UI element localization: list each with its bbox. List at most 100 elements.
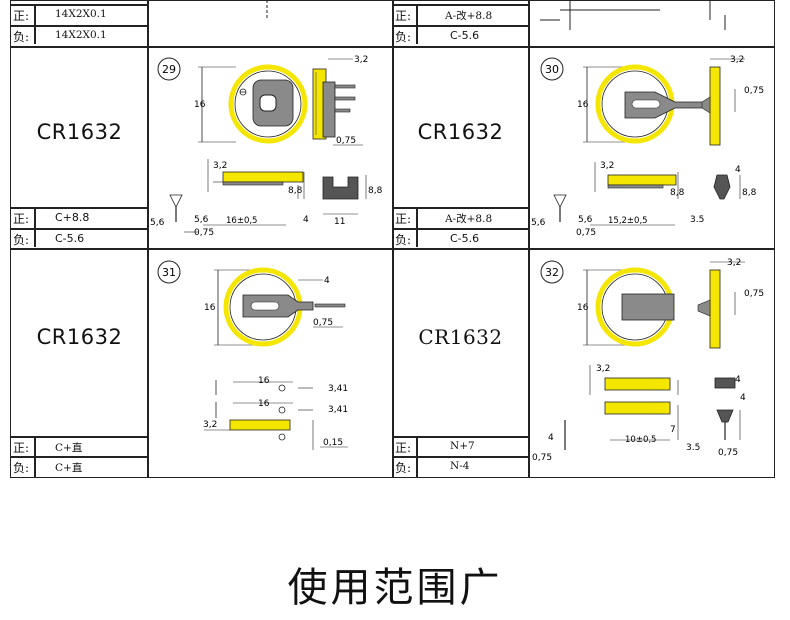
dim-label: 4 bbox=[735, 375, 741, 385]
neg-value: C+直 bbox=[55, 462, 83, 474]
divider bbox=[416, 207, 418, 247]
model-label: CR1632 bbox=[417, 120, 504, 144]
dim-label: 5,6 bbox=[150, 218, 165, 228]
neg-key: 负: bbox=[395, 30, 412, 44]
dim-label: 3.5 bbox=[690, 215, 704, 225]
pos-value: N+7 bbox=[450, 440, 475, 452]
figure-number: 29 bbox=[162, 63, 176, 76]
model-label: CR1632 bbox=[418, 325, 503, 349]
dim-label: 15,2±0,5 bbox=[608, 216, 648, 226]
dim-label: 11 bbox=[334, 217, 345, 227]
dim-label: 4 bbox=[548, 433, 554, 443]
figure-number: 31 bbox=[162, 266, 176, 279]
pos-value: A-改+8.8 bbox=[445, 213, 493, 225]
dim-label: 0,75 bbox=[336, 136, 356, 146]
dim-label: 3,2 bbox=[354, 55, 368, 65]
dim-label: 7 bbox=[670, 425, 676, 435]
dim-label: 0,75 bbox=[532, 453, 552, 463]
row-divider bbox=[392, 207, 528, 209]
dim-label: 8,8 bbox=[288, 186, 303, 196]
dim-label: 0,75 bbox=[576, 228, 596, 238]
dim-label: 0,75 bbox=[194, 228, 214, 238]
dim-label: 0,75 bbox=[744, 289, 764, 299]
dim-label: 3,2 bbox=[600, 161, 614, 171]
dim-label: 3,2 bbox=[730, 55, 744, 65]
model-label: CR1632 bbox=[36, 120, 123, 144]
drawing-fragment-top-left bbox=[266, 0, 268, 20]
pos-key: 正: bbox=[13, 9, 30, 23]
pos-value: A-改+8.8 bbox=[445, 10, 493, 22]
dim-label: 16 bbox=[204, 303, 216, 313]
row-divider bbox=[392, 228, 528, 230]
dim-label: 3,2 bbox=[213, 161, 227, 171]
pos-value: 14X2X0.1 bbox=[55, 8, 107, 20]
dim-label: 3,41 bbox=[328, 405, 348, 415]
neg-value: C-5.6 bbox=[450, 232, 480, 245]
neg-value: C-5.6 bbox=[55, 232, 85, 245]
dim-label: 16 bbox=[258, 376, 270, 386]
neg-key: 负: bbox=[13, 30, 30, 44]
pos-key: 正: bbox=[13, 212, 30, 226]
dim-label: 16 bbox=[258, 399, 270, 409]
row-divider bbox=[10, 4, 147, 6]
dim-label: 0,75 bbox=[313, 318, 333, 328]
pos-value: C+直 bbox=[55, 442, 83, 454]
dim-label: 4 bbox=[740, 393, 746, 403]
dim-label: 3.5 bbox=[686, 443, 700, 453]
dim-label: 0,15 bbox=[323, 438, 343, 448]
dim-label: 3,2 bbox=[203, 420, 217, 430]
dim-label: 5,6 bbox=[531, 218, 546, 228]
row-divider bbox=[10, 248, 775, 250]
figure-number: 30 bbox=[545, 63, 559, 76]
dim-label: 4 bbox=[303, 215, 309, 225]
dim-label: 0,75 bbox=[718, 448, 738, 458]
dim-label: 3,41 bbox=[328, 384, 348, 394]
dim-label: 4 bbox=[735, 165, 741, 175]
row-divider bbox=[10, 456, 147, 458]
divider bbox=[34, 4, 36, 44]
divider bbox=[34, 207, 36, 247]
pos-key: 正: bbox=[395, 212, 412, 226]
dim-label: 16 bbox=[194, 100, 206, 110]
row-divider bbox=[392, 4, 528, 6]
drawing-cr1632-31: 31 16 4 0,75 16 3,41 16 3,41 3,2 0,15 bbox=[157, 260, 348, 450]
dim-label: 0,75 bbox=[744, 86, 764, 96]
model-label: CR1632 bbox=[36, 325, 123, 349]
dim-label: 5,6 bbox=[578, 215, 593, 225]
dim-label: 16 bbox=[577, 100, 589, 110]
dim-label: 8,8 bbox=[742, 188, 757, 198]
row-divider bbox=[10, 25, 147, 27]
drawing-fragment-top-right bbox=[540, 0, 726, 30]
row-divider bbox=[10, 207, 147, 209]
dim-label: 3,2 bbox=[596, 364, 610, 374]
drawing-cr1632-32: 32 16 3,2 0,75 3,2 7 4 4 3.5 0,75 4 0,75… bbox=[532, 258, 764, 463]
neg-value: N-4 bbox=[450, 460, 470, 472]
divider bbox=[147, 0, 149, 478]
neg-key: 负: bbox=[13, 233, 30, 247]
row-divider bbox=[392, 436, 528, 438]
divider bbox=[392, 0, 394, 478]
drawing-cr1632-29: 29 16 3,2 0,75 3,2 8,8 8,8 bbox=[150, 55, 383, 238]
divider bbox=[528, 0, 530, 478]
row-divider bbox=[10, 228, 147, 230]
figure-number: 32 bbox=[545, 266, 559, 279]
row-divider bbox=[10, 46, 775, 48]
neg-key: 负: bbox=[395, 233, 412, 247]
footer-title: 使用范围广 bbox=[287, 565, 503, 611]
dim-label: 16 bbox=[577, 303, 589, 313]
pos-key: 正: bbox=[395, 9, 412, 23]
dim-label: 4 bbox=[324, 276, 330, 286]
dim-label: 8,8 bbox=[368, 186, 383, 196]
divider bbox=[416, 4, 418, 44]
pos-value: C+8.8 bbox=[55, 211, 90, 224]
pos-key: 正: bbox=[13, 441, 30, 455]
neg-key: 负: bbox=[13, 461, 30, 475]
pos-key: 正: bbox=[395, 441, 412, 455]
dim-label: 8,8 bbox=[670, 188, 685, 198]
dim-label: 5,6 bbox=[194, 215, 209, 225]
row-divider bbox=[392, 25, 528, 27]
dim-label: 10±0,5 bbox=[625, 435, 656, 445]
row-divider bbox=[392, 456, 528, 458]
row-divider bbox=[10, 436, 147, 438]
